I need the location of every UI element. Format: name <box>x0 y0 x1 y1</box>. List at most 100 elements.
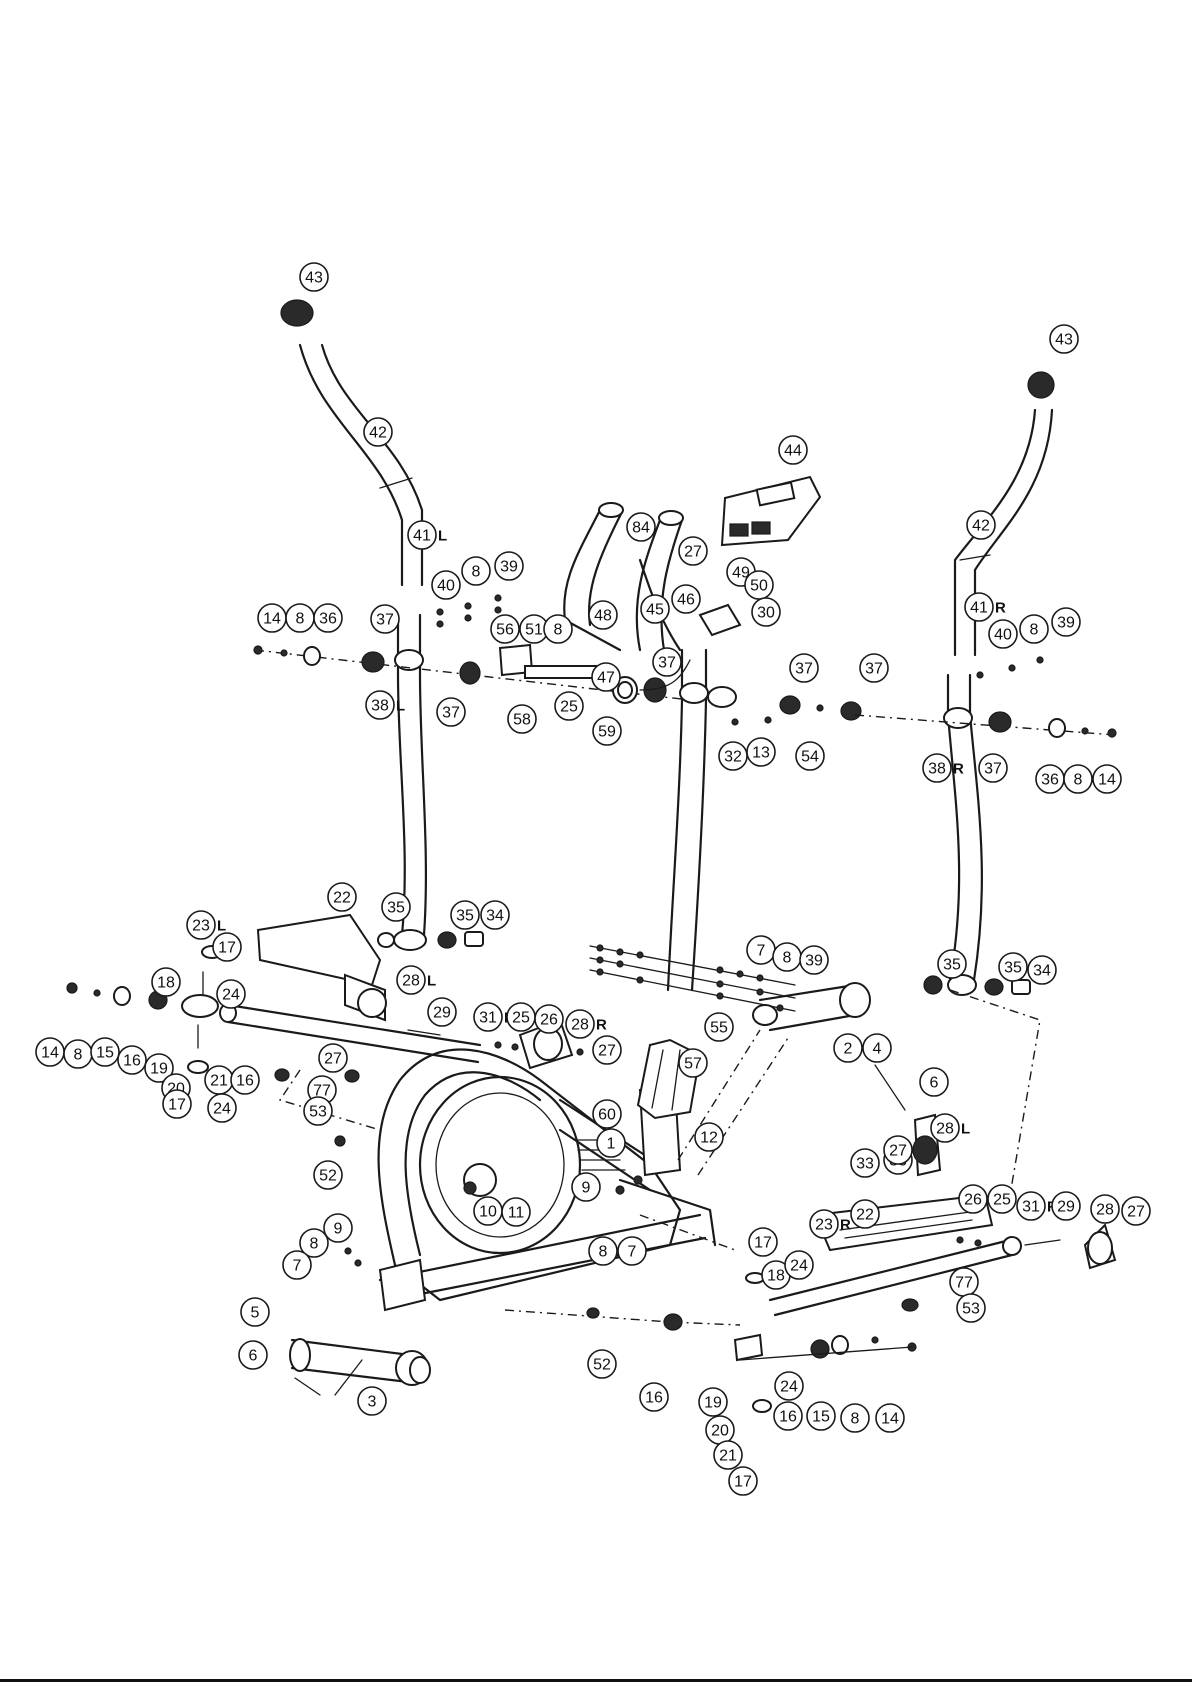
callout-number: 28 <box>936 1121 954 1138</box>
callout-number: 28 <box>1096 1202 1114 1219</box>
front-stabilizer <box>289 1338 431 1396</box>
callout-17: 17 <box>748 1227 778 1257</box>
callout-35: 35 <box>381 892 411 922</box>
callout-number: 48 <box>594 608 612 625</box>
callout-side-suffix: L <box>427 973 436 990</box>
callout-side-suffix: L <box>438 528 447 545</box>
callout-number: 36 <box>319 611 337 628</box>
callout-number: 29 <box>433 1005 451 1022</box>
crank-housing-4 <box>839 982 871 1018</box>
right-pivot-hardware <box>976 656 1117 738</box>
callout-number: 4 <box>873 1041 882 1058</box>
callout-42: 42 <box>363 417 393 447</box>
callout-8: 8 <box>588 1236 618 1266</box>
callout-24: 24 <box>216 979 246 1009</box>
left-pedal-arm <box>66 913 584 1083</box>
callout-77: 77 <box>949 1267 979 1297</box>
callout-35: 35 <box>937 949 967 979</box>
callout-number: 40 <box>437 578 455 595</box>
callout-18: 18 <box>761 1260 791 1290</box>
callout-number: 38 <box>928 761 946 778</box>
callout-7: 7 <box>746 935 776 965</box>
callout-number: 16 <box>779 1409 797 1426</box>
callout-number: 31 <box>479 1010 497 1027</box>
callout-53: 53 <box>303 1096 333 1126</box>
callout-number: 15 <box>96 1045 114 1062</box>
callout-37: 37 <box>652 647 682 677</box>
callout-number: 19 <box>704 1395 722 1412</box>
callout-number: 21 <box>719 1448 737 1465</box>
callout-16: 16 <box>773 1401 803 1431</box>
callout-number: 37 <box>376 612 394 629</box>
callout-6: 6 <box>238 1340 268 1370</box>
callout-number: 45 <box>646 602 664 619</box>
callout-8: 8 <box>461 556 491 586</box>
callout-number: 3 <box>368 1394 377 1411</box>
callout-side-suffix: L <box>217 918 226 935</box>
callout-number: 42 <box>972 518 990 535</box>
callout-52: 52 <box>313 1160 343 1190</box>
callout-37: 37 <box>978 753 1008 783</box>
callout-number: 19 <box>150 1061 168 1078</box>
callout-14: 14 <box>875 1403 905 1433</box>
callout-number: 39 <box>1057 615 1075 632</box>
callout-number: 29 <box>1057 1199 1075 1216</box>
callout-11: 11 <box>501 1197 531 1227</box>
callout-number: 17 <box>734 1474 752 1491</box>
right-grip-cap <box>1027 371 1055 399</box>
callout-40: 40 <box>431 570 461 600</box>
callout-56: 56 <box>490 614 520 644</box>
callout-number: 11 <box>508 1205 525 1222</box>
callout-number: 50 <box>750 578 768 595</box>
callout-24: 24 <box>207 1093 237 1123</box>
callout-number: 44 <box>784 443 802 460</box>
callout-number: 38 <box>371 698 389 715</box>
callout-12: 12 <box>694 1122 724 1152</box>
callout-number: 9 <box>334 1221 343 1238</box>
callout-number: 31 <box>1022 1199 1040 1216</box>
callout-number: 8 <box>296 611 305 628</box>
callout-29: 29 <box>1051 1191 1081 1221</box>
callout-number: 34 <box>1033 963 1051 980</box>
callout-number: 37 <box>984 761 1002 778</box>
callout-14: 14 <box>257 603 287 633</box>
callout-35: 35 <box>450 900 480 930</box>
callout-8: 8 <box>285 603 315 633</box>
callout-number: 16 <box>123 1053 141 1070</box>
callout-number: 12 <box>700 1130 718 1147</box>
callout-27: 27 <box>1121 1196 1151 1226</box>
callout-number: 17 <box>168 1097 186 1114</box>
callout-52: 52 <box>587 1349 617 1379</box>
main-frame <box>334 1048 717 1312</box>
callout-27: 27 <box>678 536 708 566</box>
callout-number: 27 <box>684 544 702 561</box>
callout-number: 27 <box>598 1043 616 1060</box>
callout-number: 16 <box>645 1390 663 1407</box>
callout-number: 24 <box>780 1379 798 1396</box>
callout-37: 37 <box>436 697 466 727</box>
callout-number: 14 <box>263 611 281 628</box>
callout-number: 42 <box>369 425 387 442</box>
callout-24: 24 <box>774 1371 804 1401</box>
callout-35: 35 <box>998 952 1028 982</box>
right-handlebar <box>923 371 1055 996</box>
callout-33: 33 <box>850 1148 880 1178</box>
callout-13: 13 <box>746 737 776 767</box>
callout-side-suffix: R <box>995 600 1006 617</box>
callout-number: 43 <box>1055 332 1073 349</box>
callout-39: 39 <box>799 945 829 975</box>
callout-number: 57 <box>684 1056 702 1073</box>
left-grip-cap <box>280 299 314 327</box>
callout-number: 10 <box>479 1204 497 1221</box>
callout-59: 59 <box>592 716 622 746</box>
callout-number: 53 <box>962 1301 980 1318</box>
callout-number: 35 <box>1004 960 1022 977</box>
callout-21: 21 <box>204 1065 234 1095</box>
callout-number: 24 <box>222 987 240 1004</box>
